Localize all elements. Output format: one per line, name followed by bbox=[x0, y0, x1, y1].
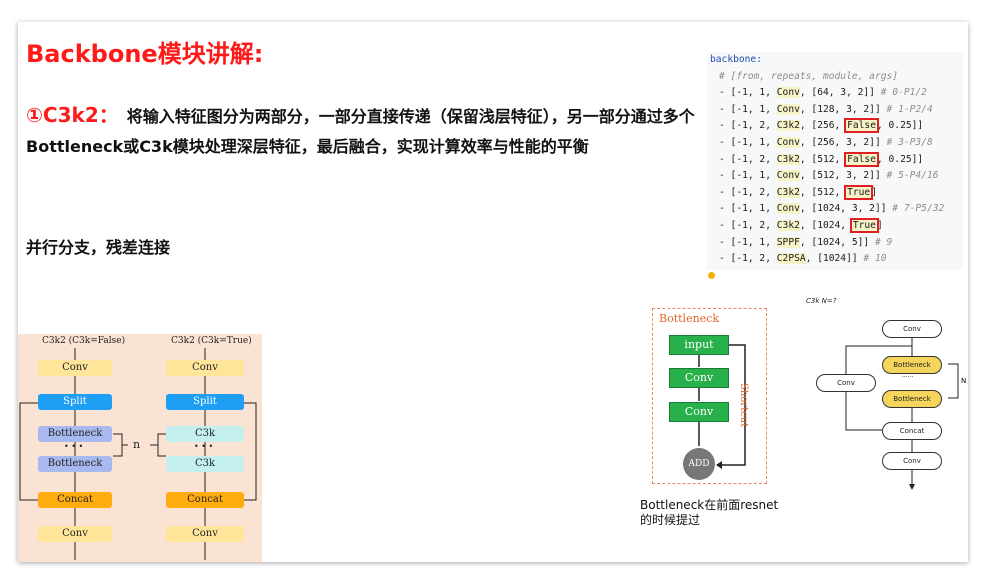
c3k-connectors bbox=[845, 336, 959, 490]
bottleneck-note: Bottleneck在前面resnet 的时候提过 bbox=[640, 498, 779, 527]
left-conv-bottom: Conv bbox=[38, 526, 112, 542]
slide: Backbone模块讲解: ①C3k2：将输入特征图分为两部分，一部分直接传递（… bbox=[18, 22, 968, 562]
right-c3k-2: C3k bbox=[166, 456, 244, 472]
left-split: Split bbox=[38, 394, 112, 410]
code-line: - [-1, 1, SPPF, [1024, 5]] # 9 bbox=[719, 236, 893, 248]
c3k2-connectors bbox=[19, 348, 257, 560]
left-bottleneck-2: Bottleneck bbox=[38, 456, 112, 472]
parallel-note: 并行分支，残差连接 bbox=[26, 238, 171, 257]
right-conv-bottom: Conv bbox=[166, 526, 244, 542]
description-text: 将输入特征图分为两部分，一部分直接传递（保留浅层特征），另一部分通过多个Bott… bbox=[26, 107, 695, 156]
code-comment: # [from, repeats, module, args] bbox=[719, 70, 899, 82]
c3k-title: C3k N=? bbox=[806, 297, 837, 305]
code-line: - [-1, 1, Conv, [1024, 3, 2]] # 7-P5/32 bbox=[719, 203, 945, 215]
c3k2-description: ①C3k2：将输入特征图分为两部分，一部分直接传递（保留浅层特征），另一部分通过… bbox=[26, 100, 716, 162]
code-line: - [-1, 2, C3k2, [512, False, 0.25]] bbox=[719, 151, 924, 167]
code-line: - [-1, 2, C3k2, [1024, True] bbox=[719, 217, 883, 233]
c3k-conv-side: Conv bbox=[816, 374, 876, 392]
code-key: backbone: bbox=[710, 54, 762, 65]
left-dots: • • • bbox=[64, 442, 84, 451]
left-conv-top: Conv bbox=[38, 360, 112, 376]
section-lead: ①C3k2： bbox=[26, 103, 119, 127]
bottleneck-title: Bottleneck bbox=[659, 312, 719, 325]
c3k2-diagram: C3k2 (C3k=False) C3k2 (C3k=True) Conv Sp… bbox=[18, 334, 262, 562]
backbone-config-code: backbone: # [from, repeats, module, args… bbox=[707, 52, 963, 279]
right-c3k-1: C3k bbox=[166, 426, 244, 442]
right-split: Split bbox=[166, 394, 244, 410]
right-concat: Concat bbox=[166, 492, 244, 508]
c3k-conv-top: Conv bbox=[882, 320, 942, 338]
repeat-n-label: n bbox=[133, 438, 141, 451]
right-conv-top: Conv bbox=[166, 360, 244, 376]
code-line: - [-1, 1, Conv, [256, 3, 2]] # 3-P3/8 bbox=[719, 136, 933, 148]
bottleneck-connectors bbox=[698, 344, 746, 469]
page-title: Backbone模块讲解: bbox=[26, 40, 264, 68]
c3k-concat: Concat bbox=[882, 422, 942, 440]
c3k-diagram: C3k N=? Conv Conv Bottleneck Bottleneck … bbox=[800, 292, 968, 502]
code-line: - [-1, 2, C3k2, [256, False, 0.25]] bbox=[719, 118, 924, 134]
c3k-conv-bottom: Conv bbox=[882, 452, 942, 470]
right-dots: • • • bbox=[194, 442, 214, 451]
bottleneck-add: ADD bbox=[683, 448, 715, 480]
c3k-bottleneck-2: Bottleneck bbox=[882, 390, 942, 408]
c3k2-false-title: C3k2 (C3k=False) bbox=[42, 336, 126, 346]
code-line: - [-1, 2, C2PSA, [1024]] # 10 bbox=[719, 253, 887, 265]
code-line: - [-1, 1, Conv, [512, 3, 2]] # 5-P4/16 bbox=[719, 170, 939, 182]
code-line: - [-1, 2, C3k2, [512, True] bbox=[719, 184, 877, 200]
shortcut-label: Shortcut bbox=[738, 383, 749, 428]
code-line: - [-1, 1, Conv, [64, 3, 2]] # 0-P1/2 bbox=[719, 87, 927, 99]
c3k-dots: ...... bbox=[902, 372, 914, 379]
left-concat: Concat bbox=[38, 492, 112, 508]
c3k2-true-title: C3k2 (C3k=True) bbox=[171, 336, 252, 346]
code-line: - [-1, 1, Conv, [128, 3, 2]] # 1-P2/4 bbox=[719, 103, 933, 115]
bottleneck-conv-2: Conv bbox=[669, 402, 729, 422]
code-lines: - [-1, 1, Conv, [64, 3, 2]] # 0-P1/2 - [-… bbox=[707, 85, 963, 268]
bottleneck-conv-1: Conv bbox=[669, 368, 729, 388]
c3k-n-label: N bbox=[961, 377, 967, 385]
lightbulb-icon[interactable] bbox=[708, 272, 715, 279]
bottleneck-diagram: Bottleneck input Conv Conv ADD Shortcut bbox=[652, 308, 767, 484]
left-bottleneck-1: Bottleneck bbox=[38, 426, 112, 442]
c3k-bottleneck-1: Bottleneck bbox=[882, 356, 942, 374]
bottleneck-input: input bbox=[669, 335, 729, 355]
